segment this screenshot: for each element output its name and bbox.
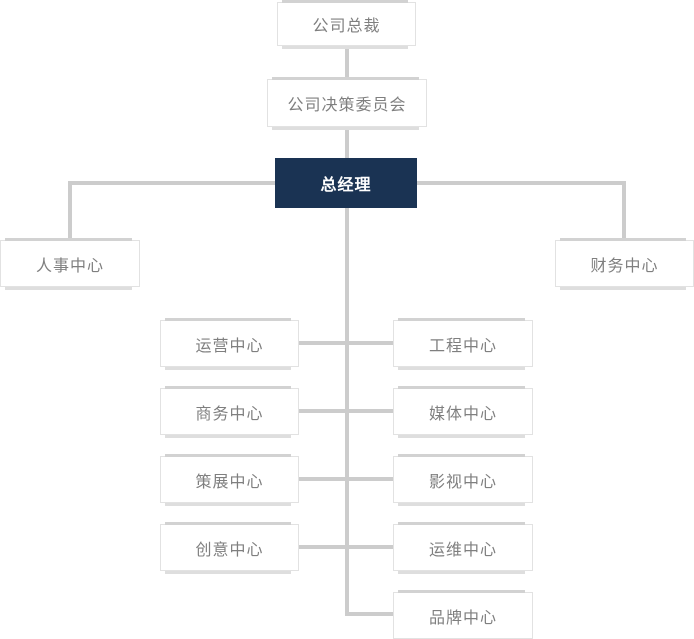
- node-label: 策展中心: [195, 473, 264, 491]
- node-label: 工程中心: [428, 337, 497, 355]
- connector-branch-left-vertical: [68, 181, 72, 240]
- node-label: 运维中心: [428, 541, 497, 559]
- node-film-tv-center[interactable]: 影视中心: [393, 454, 533, 506]
- node-operations-center[interactable]: 运营中心: [160, 318, 299, 370]
- node-maintenance-center[interactable]: 运维中心: [393, 522, 533, 574]
- node-general-manager[interactable]: 总经理: [275, 158, 417, 208]
- node-finance-center[interactable]: 财务中心: [555, 238, 694, 290]
- node-label: 公司决策委员会: [287, 97, 407, 114]
- node-label: 创意中心: [195, 541, 264, 559]
- node-label: 商务中心: [195, 405, 264, 423]
- node-label: 公司总裁: [312, 18, 381, 35]
- node-decision-committee[interactable]: 公司决策委员会: [267, 77, 427, 130]
- node-business-center[interactable]: 商务中心: [160, 386, 299, 438]
- node-label: 品牌中心: [428, 609, 497, 627]
- node-media-center[interactable]: 媒体中心: [393, 386, 533, 438]
- connector-committee-gm: [345, 127, 349, 158]
- connector-row-4: [299, 545, 393, 549]
- connector-row-3: [299, 477, 393, 481]
- node-curation-center[interactable]: 策展中心: [160, 454, 299, 506]
- node-label: 总经理: [320, 177, 372, 194]
- connector-branch-left-horizontal: [68, 181, 275, 185]
- connector-branch-right-vertical: [622, 181, 626, 240]
- node-label: 财务中心: [590, 257, 659, 275]
- node-company-president[interactable]: 公司总裁: [277, 0, 416, 49]
- node-label: 人事中心: [35, 257, 104, 275]
- connector-president-committee: [345, 46, 349, 79]
- connector-branch-right-horizontal: [417, 181, 626, 185]
- node-label: 影视中心: [428, 473, 497, 491]
- connector-elbow-brand: [345, 612, 393, 616]
- node-creative-center[interactable]: 创意中心: [160, 522, 299, 574]
- node-label: 运营中心: [195, 337, 264, 355]
- node-brand-center[interactable]: 品牌中心: [393, 590, 533, 639]
- node-label: 媒体中心: [428, 405, 497, 423]
- node-hr-center[interactable]: 人事中心: [0, 238, 140, 290]
- connector-row-1: [299, 341, 393, 345]
- node-engineering-center[interactable]: 工程中心: [393, 318, 533, 370]
- connector-row-2: [299, 409, 393, 413]
